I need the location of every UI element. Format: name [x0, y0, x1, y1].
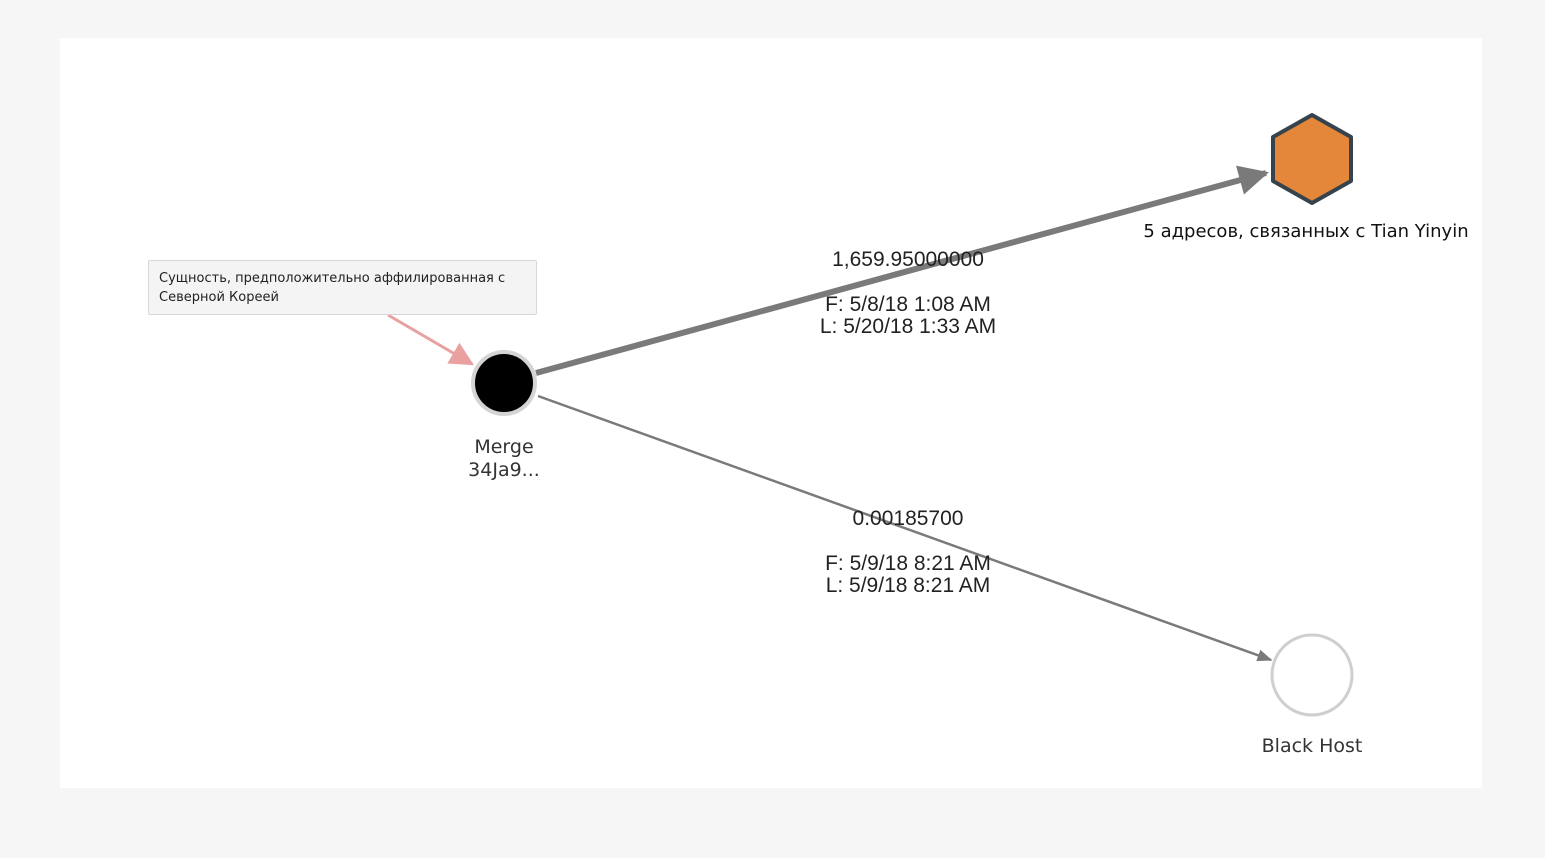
edge-label-merge-to-tian: 1,659.95000000 F: 5/8/18 1:08 AM L: 5/20…	[820, 248, 996, 338]
node-merge[interactable]: Merge 34Ja9...	[468, 350, 540, 481]
merge-node-label: Merge	[474, 436, 533, 458]
edge-last-seen: L: 5/9/18 8:21 AM	[826, 574, 991, 597]
merge-node-circle[interactable]	[471, 350, 537, 416]
black-host-circle[interactable]	[1270, 633, 1354, 717]
edge-amount: 0.00185700	[853, 507, 964, 530]
graph-canvas[interactable]	[60, 38, 1482, 788]
hexagon-icon[interactable]	[1271, 113, 1353, 205]
callout-arrow	[387, 313, 475, 366]
edge-first-seen: F: 5/9/18 8:21 AM	[825, 552, 991, 575]
tian-yinyin-label: 5 адресов, связанных с Tian Yinyin	[1143, 221, 1468, 242]
annotation-text: Сущность, предположительно аффилированна…	[159, 271, 506, 305]
edge-last-seen: L: 5/20/18 1:33 AM	[820, 315, 996, 338]
edge-first-seen: F: 5/8/18 1:08 AM	[825, 293, 991, 316]
black-host-label: Black Host	[1262, 735, 1363, 757]
merge-node-address: 34Ja9...	[468, 459, 540, 481]
node-black-host[interactable]: Black Host	[1262, 633, 1363, 757]
node-tian-yinyin[interactable]: 5 адресов, связанных с Tian Yinyin	[1143, 113, 1469, 242]
annotation-callout: Сущность, предположительно аффилированна…	[148, 260, 537, 315]
edge-label-merge-to-black-host: 0.00185700 F: 5/9/18 8:21 AM L: 5/9/18 8…	[825, 507, 991, 597]
edge-merge-to-black-host[interactable]	[537, 394, 1273, 662]
edge-amount: 1,659.95000000	[832, 248, 984, 271]
edge-merge-to-tian[interactable]	[535, 165, 1269, 376]
